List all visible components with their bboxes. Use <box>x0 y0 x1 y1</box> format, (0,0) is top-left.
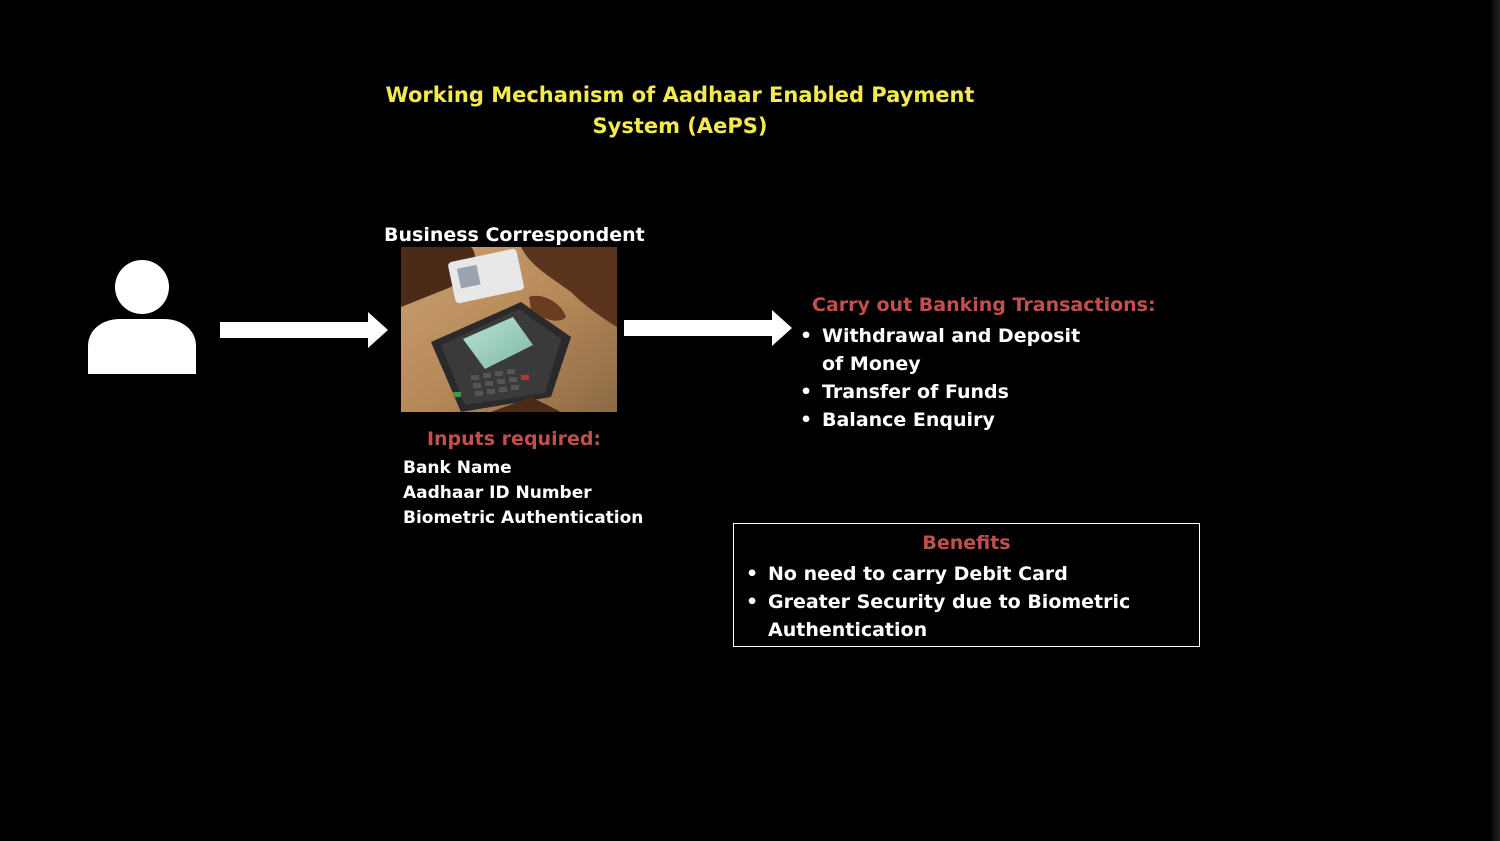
inputs-heading: Inputs required: <box>426 428 602 450</box>
title-line-2: System (AePS) <box>592 114 768 138</box>
title-line-1: Working Mechanism of Aadhaar Enabled Pay… <box>385 83 975 107</box>
benefits-heading: Benefits <box>922 532 1011 554</box>
inputs-list: Bank Name Aadhaar ID Number Biometric Au… <box>403 456 643 531</box>
slide-edge <box>1492 0 1500 841</box>
page-title: Working Mechanism of Aadhaar Enabled Pay… <box>380 80 980 142</box>
list-item: Withdrawal and Deposit of Money <box>800 322 1100 378</box>
list-item: Aadhaar ID Number <box>403 483 592 503</box>
list-item: Bank Name <box>403 458 512 478</box>
list-item: Transfer of Funds <box>800 378 1100 406</box>
list-item: No need to carry Debit Card <box>746 560 1166 588</box>
transactions-heading: Carry out Banking Transactions: <box>812 294 1156 316</box>
arrow-right-icon <box>220 312 388 348</box>
transactions-list: Withdrawal and Deposit of Money Transfer… <box>800 322 1100 434</box>
pos-device-photo <box>401 247 617 412</box>
list-item: Biometric Authentication <box>403 508 644 528</box>
list-item: Greater Security due to Biometric Authen… <box>746 588 1166 644</box>
benefits-box: Benefits No need to carry Debit Card Gre… <box>733 523 1200 647</box>
person-icon <box>88 260 196 374</box>
benefits-list: No need to carry Debit Card Greater Secu… <box>746 560 1166 644</box>
arrow-right-icon <box>624 310 792 346</box>
list-item: Balance Enquiry <box>800 406 1100 434</box>
business-correspondent-label: Business Correspondent <box>384 224 645 246</box>
